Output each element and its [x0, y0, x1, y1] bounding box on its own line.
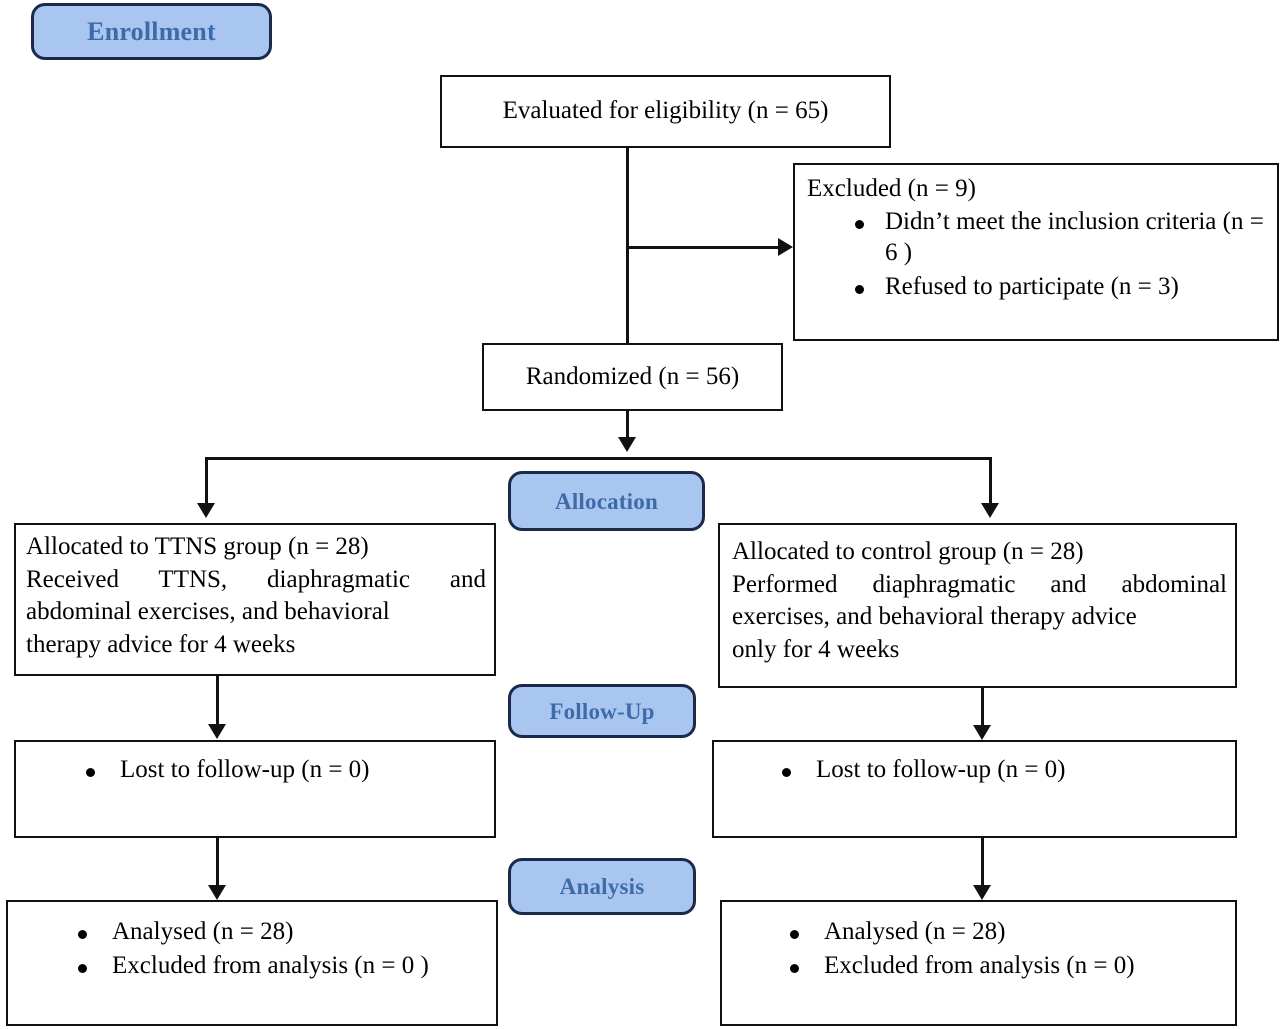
stage-badge-analysis: Analysis — [508, 858, 696, 915]
allocation-left-line2: Received TTNS, diaphragmatic and abdomin… — [26, 565, 486, 626]
bullet-dot-icon — [855, 219, 864, 229]
connector-alloc-right-to-followup — [981, 688, 984, 725]
allocation-right-line1: Allocated to control group (n = 28) — [732, 538, 1084, 565]
connector-split-right-drop — [989, 457, 992, 503]
connector-allocation-split-bar — [205, 457, 992, 460]
connector-followup-right-to-analysis-arrowhead — [973, 885, 991, 900]
stage-badge-allocation: Allocation — [508, 471, 705, 531]
excluded-box: Excluded (n = 9) Didn’t meet the inclusi… — [793, 163, 1279, 341]
list-item: Analysed (n = 28) — [734, 916, 1225, 948]
connector-split-left-drop — [205, 457, 208, 503]
followup-right-list: Lost to follow-up (n = 0) — [726, 754, 1225, 786]
connector-alloc-left-to-followup-arrowhead — [208, 724, 226, 739]
list-item: Excluded from analysis (n = 0 ) — [20, 950, 486, 982]
assessed-for-eligibility-box: Evaluated for eligibility (n = 65) — [440, 75, 891, 148]
allocation-right-line2: Performed diaphragmatic and abdominal ex… — [732, 570, 1227, 631]
randomized-box: Randomized (n = 56) — [482, 343, 783, 411]
bullet-dot-icon — [86, 768, 95, 777]
list-item: Refused to participate (n = 3) — [807, 271, 1267, 303]
excluded-reason-text: Didn’t meet the inclusion criteria (n = … — [885, 207, 1264, 267]
excluded-reasons-list: Didn’t meet the inclusion criteria (n = … — [807, 206, 1267, 303]
connector-followup-left-to-analysis — [216, 838, 219, 885]
analysis-right-box: Analysed (n = 28) Excluded from analysis… — [720, 900, 1237, 1026]
bullet-dot-icon — [78, 930, 87, 939]
stage-badge-allocation-label: Allocation — [555, 488, 658, 514]
excluded-title: Excluded (n = 9) — [807, 175, 976, 202]
stage-badge-followup: Follow-Up — [508, 684, 696, 738]
connector-alloc-right-to-followup-arrowhead — [973, 725, 991, 740]
allocation-right-box: Allocated to control group (n = 28) Perf… — [718, 523, 1237, 688]
analysis-left-text: Analysed (n = 28) — [112, 918, 294, 945]
analysis-left-box: Analysed (n = 28) Excluded from analysis… — [6, 900, 498, 1026]
bullet-dot-icon — [855, 284, 864, 294]
analysis-right-text: Analysed (n = 28) — [824, 918, 1006, 945]
stage-badge-followup-label: Follow-Up — [549, 698, 655, 724]
bullet-dot-icon — [782, 768, 791, 777]
followup-right-box: Lost to follow-up (n = 0) — [712, 740, 1237, 838]
analysis-left-list: Analysed (n = 28) Excluded from analysis… — [20, 916, 486, 981]
analysis-right-list: Analysed (n = 28) Excluded from analysis… — [734, 916, 1225, 981]
list-item: Lost to follow-up (n = 0) — [726, 754, 1225, 786]
connector-followup-left-to-analysis-arrowhead — [208, 885, 226, 900]
bullet-dot-icon — [790, 930, 799, 939]
connector-randomized-stem-arrowhead — [618, 437, 636, 452]
list-item: Didn’t meet the inclusion criteria (n = … — [807, 206, 1267, 269]
allocation-left-line1: Allocated to TTNS group (n = 28) — [26, 533, 369, 560]
excluded-reason-text: Refused to participate (n = 3) — [885, 272, 1179, 300]
assessed-for-eligibility-text: Evaluated for eligibility (n = 65) — [502, 97, 829, 125]
followup-left-box: Lost to follow-up (n = 0) — [14, 740, 496, 838]
stage-badge-enrollment-label: Enrollment — [87, 16, 216, 46]
followup-right-text: Lost to follow-up (n = 0) — [816, 756, 1066, 783]
allocation-right-line3: only for 4 weeks — [732, 635, 900, 663]
connector-followup-right-to-analysis — [981, 838, 984, 885]
allocation-left-box: Allocated to TTNS group (n = 28) Receive… — [14, 523, 496, 676]
analysis-left-text: Excluded from analysis (n = 0 ) — [112, 951, 429, 979]
stage-badge-enrollment: Enrollment — [31, 3, 272, 60]
analysis-right-text: Excluded from analysis (n = 0) — [824, 951, 1135, 979]
list-item: Analysed (n = 28) — [20, 916, 486, 948]
list-item: Lost to follow-up (n = 0) — [28, 754, 484, 786]
connector-assessed-to-excluded-arrowhead — [778, 238, 793, 256]
followup-left-text: Lost to follow-up (n = 0) — [120, 756, 370, 783]
connector-split-right-arrowhead — [981, 503, 999, 518]
stage-badge-analysis-label: Analysis — [559, 874, 645, 899]
connector-alloc-left-to-followup — [216, 676, 219, 724]
followup-left-list: Lost to follow-up (n = 0) — [28, 754, 484, 786]
list-item: Excluded from analysis (n = 0) — [734, 950, 1225, 982]
randomized-text: Randomized (n = 56) — [525, 362, 740, 390]
connector-randomized-stem — [626, 411, 629, 437]
allocation-left-line3: therapy advice for 4 weeks — [26, 630, 296, 658]
connector-assessed-to-excluded — [626, 246, 778, 249]
connector-split-left-arrowhead — [197, 503, 215, 518]
bullet-dot-icon — [78, 963, 87, 973]
bullet-dot-icon — [790, 963, 799, 973]
